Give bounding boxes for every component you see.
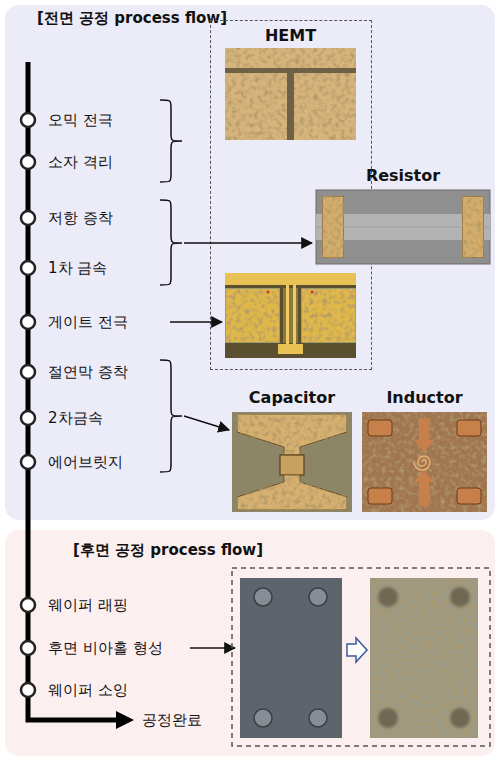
step-marker xyxy=(21,155,35,169)
resistor-pad xyxy=(462,196,484,258)
resistor-pad xyxy=(322,196,344,258)
micrograph-background xyxy=(232,412,352,512)
resistor-image: Resistor xyxy=(316,190,490,264)
hemt-group-box: HEMT xyxy=(210,20,372,370)
source-pad xyxy=(225,288,280,343)
resistor-micrograph xyxy=(316,190,490,264)
capacitor-plate xyxy=(237,414,347,455)
braces xyxy=(160,100,182,472)
part-heading: Capacitor xyxy=(232,388,352,408)
micrograph-background xyxy=(370,578,478,738)
flow-line xyxy=(28,62,120,720)
via-hole xyxy=(450,587,470,607)
flow-arrowhead xyxy=(116,711,134,729)
inductor-micrograph xyxy=(362,412,487,512)
drain-pad xyxy=(301,288,356,343)
ohmic-pad xyxy=(225,73,287,140)
inductor-spiral xyxy=(414,456,430,470)
capacitor-dielectric xyxy=(280,455,304,475)
step-marker xyxy=(21,113,35,127)
pointer-arrow xyxy=(190,647,235,649)
group-brace xyxy=(160,100,182,182)
gate-bus xyxy=(225,273,356,285)
channel-gap xyxy=(283,288,298,343)
pointer-arrows xyxy=(170,243,312,648)
panel-title: [후면 공정 process flow] xyxy=(73,540,263,560)
micrograph-background xyxy=(225,48,356,140)
hemt-ohmic-micrograph xyxy=(225,48,356,140)
capacitor-plate xyxy=(237,475,347,510)
panel-title: [전면 공정 process flow] xyxy=(37,8,227,28)
step-marker xyxy=(21,365,35,379)
inductor-pad xyxy=(457,420,481,436)
hemt-gate-micrograph xyxy=(225,273,356,358)
ohmic-pad xyxy=(225,48,356,68)
via-after-micrograph xyxy=(370,578,478,738)
inductor-taper xyxy=(414,440,434,452)
inductor-lead xyxy=(419,482,429,506)
step-marker xyxy=(21,261,35,275)
pointer-arrow xyxy=(170,321,222,323)
via-hole xyxy=(378,708,398,728)
gate-finger xyxy=(293,285,296,345)
pointer-arrow xyxy=(184,416,229,430)
micrograph-background xyxy=(362,412,487,512)
gate-pad xyxy=(278,344,303,354)
step-markers xyxy=(21,113,35,697)
capacitor-micrograph xyxy=(232,412,352,512)
step-marker xyxy=(21,598,35,612)
inductor-lead xyxy=(419,418,429,440)
stripe-line xyxy=(316,227,490,228)
marker-dot xyxy=(267,291,270,294)
process-panel: [전면 공정 process flow]HEMT ResistorCapacito… xyxy=(5,5,495,520)
via-hole xyxy=(378,587,398,607)
step-marker xyxy=(21,411,35,425)
micrograph-background xyxy=(240,578,342,738)
backside-group-box xyxy=(232,568,490,746)
step-marker xyxy=(21,641,35,655)
step-marker xyxy=(21,683,35,697)
ohmic-pad xyxy=(294,73,356,140)
part-heading: Resistor xyxy=(316,166,490,186)
capacitor-image: Capacitor xyxy=(232,412,352,512)
transition-arrow xyxy=(347,638,367,662)
via-before-micrograph xyxy=(240,578,342,738)
via-hole xyxy=(309,588,327,606)
pointer-arrow xyxy=(184,242,312,244)
inductor-pad xyxy=(368,420,392,436)
resistor-stripe xyxy=(316,214,490,240)
step-marker xyxy=(21,211,35,225)
micrograph-background xyxy=(316,190,490,264)
step-marker xyxy=(21,315,35,329)
gate-finger xyxy=(286,285,289,345)
inductor-pad xyxy=(457,488,481,504)
inductor-image: Inductor xyxy=(362,412,487,512)
part-heading: HEMT xyxy=(211,26,370,46)
step-marker xyxy=(21,455,35,469)
via-hole xyxy=(309,709,327,727)
via-hole xyxy=(450,708,470,728)
via-hole xyxy=(254,709,272,727)
part-heading: Inductor xyxy=(362,388,487,408)
inductor-pad xyxy=(368,488,392,504)
group-brace xyxy=(160,360,182,472)
via-hole xyxy=(254,588,272,606)
process-panel: [후면 공정 process flow] xyxy=(5,530,495,756)
micrograph-background xyxy=(225,273,356,358)
group-brace xyxy=(160,200,182,285)
inductor-taper xyxy=(414,470,434,482)
marker-dot xyxy=(311,291,314,294)
